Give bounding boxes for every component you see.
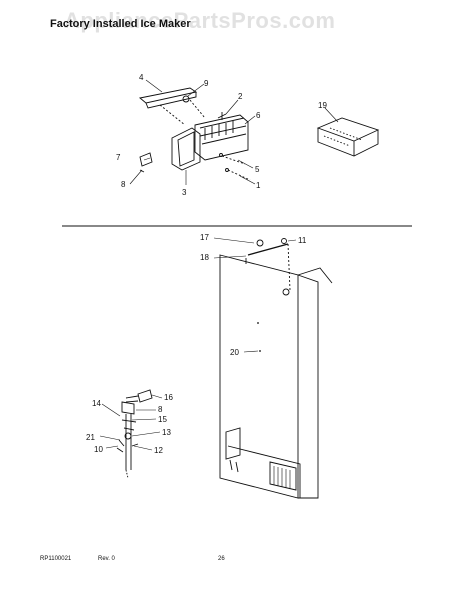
- callout-12: 12: [154, 446, 163, 455]
- part-3-cover: [171, 127, 201, 171]
- callout-15: 15: [158, 415, 167, 424]
- part-6-ice-maker: [194, 114, 249, 161]
- part-17-bushing: [256, 239, 264, 247]
- part-20-door-panel: [219, 254, 299, 499]
- callout-8-lower: 8: [158, 405, 163, 414]
- callout-13: 13: [162, 428, 171, 437]
- callout-9: 9: [204, 79, 209, 88]
- page-title: Factory Installed Ice Maker: [50, 18, 191, 30]
- callout-20: 20: [230, 348, 239, 357]
- part-16-fitting: [137, 389, 153, 403]
- callout-6: 6: [256, 111, 261, 120]
- part-12-tube: [125, 414, 132, 470]
- part-18-rod: [247, 243, 289, 256]
- callout-5: 5: [255, 165, 260, 174]
- callout-21: 21: [86, 433, 95, 442]
- callout-16: 16: [164, 393, 173, 402]
- callout-2: 2: [238, 92, 243, 101]
- vent-grille: [269, 461, 297, 491]
- callout-10: 10: [94, 445, 103, 454]
- callout-19: 19: [318, 101, 327, 110]
- callout-11: 11: [298, 236, 307, 245]
- callout-3: 3: [182, 188, 187, 197]
- part-4-arm: [138, 87, 198, 104]
- callout-1: 1: [256, 181, 261, 190]
- part-8-bracket: [121, 401, 135, 415]
- callout-4: 4: [139, 73, 144, 82]
- callout-18: 18: [200, 253, 209, 262]
- callout-8: 8: [121, 180, 126, 189]
- footer-page-number: 26: [218, 556, 225, 562]
- callout-14: 14: [92, 399, 101, 408]
- callout-17: 17: [200, 233, 209, 242]
- part-21-screw: [116, 447, 124, 453]
- watermark: AppliancePartsPros.com: [64, 8, 336, 33]
- part-19-ice-bin: [316, 117, 380, 142]
- part-13-nut: [124, 432, 132, 440]
- part-7-bracket: [139, 152, 153, 167]
- footer-revision: Rev. 0: [98, 556, 115, 562]
- part-9-clip: [182, 95, 190, 103]
- part-11-bushing: [281, 238, 287, 244]
- footer-code: RP1100021: [40, 556, 72, 562]
- callout-7: 7: [116, 153, 121, 162]
